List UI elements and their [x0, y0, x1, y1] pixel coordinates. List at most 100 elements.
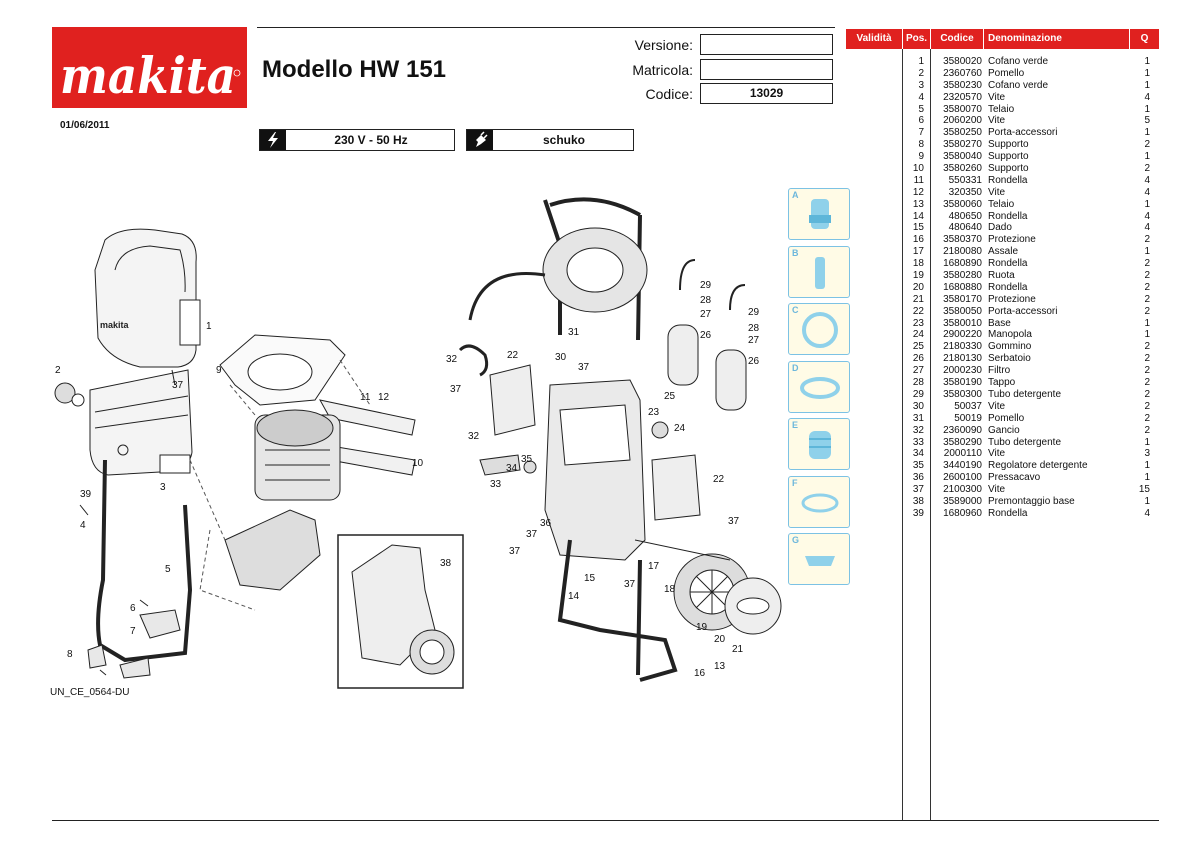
- row-quantity: 5: [1144, 115, 1150, 127]
- row-codice: 2100300: [943, 484, 982, 496]
- row-denominazione: Supporto: [988, 163, 1029, 175]
- row-denominazione: Vite: [988, 115, 1006, 127]
- row-quantity: 15: [1138, 484, 1150, 496]
- callout-25: 25: [664, 391, 676, 402]
- callout-26a: 26: [700, 330, 712, 341]
- row-pos: 35: [912, 460, 924, 472]
- row-pos: 11: [913, 174, 924, 186]
- row-pos: 9: [918, 151, 924, 163]
- row-pos: 38: [912, 495, 924, 507]
- row-quantity: 4: [1144, 186, 1150, 198]
- row-codice: 2000230: [943, 365, 982, 377]
- callout-20: 20: [714, 634, 726, 645]
- row-quantity: 1: [1144, 495, 1150, 507]
- row-quantity: 2: [1144, 281, 1150, 293]
- gasket-icon: [801, 493, 839, 513]
- callout-37b: 37: [450, 384, 462, 395]
- row-quantity: 2: [1144, 293, 1150, 305]
- seal-icon: [800, 377, 840, 399]
- row-quantity: 2: [1144, 163, 1150, 175]
- row-pos: 33: [912, 436, 924, 448]
- row-quantity: 4: [1144, 210, 1150, 222]
- row-codice: 3580020: [943, 56, 982, 67]
- row-denominazione: Gancio: [988, 424, 1020, 436]
- callout-7: 7: [130, 626, 136, 637]
- callout-32a: 32: [446, 354, 458, 365]
- plug-icon: [467, 130, 493, 150]
- row-pos: 4: [918, 91, 924, 103]
- row-denominazione: Serbatoio: [988, 353, 1031, 365]
- row-denominazione: Tubo detergente: [988, 436, 1062, 448]
- col-header-denominazione: Denominazione: [984, 29, 1129, 49]
- row-denominazione: Vite: [988, 484, 1006, 496]
- row-codice: 2060200: [943, 115, 982, 127]
- makita-logo-icon: makita: [60, 46, 241, 105]
- footer-rule: [52, 820, 1159, 821]
- row-codice: 1680880: [943, 281, 982, 293]
- col-header-validita: Validità: [846, 29, 902, 49]
- voltage-spec: 230 V - 50 Hz: [259, 129, 455, 151]
- legend-e: E: [788, 418, 850, 470]
- legend-letter: E: [792, 420, 799, 430]
- row-quantity: 2: [1144, 412, 1150, 424]
- row-pos: 16: [912, 234, 924, 246]
- row-pos: 30: [912, 400, 924, 412]
- callout-27b: 27: [748, 335, 760, 346]
- row-pos: 18: [912, 258, 924, 270]
- row-codice: 2000110: [943, 448, 982, 460]
- row-codice: 3580190: [943, 377, 982, 389]
- callout-37f: 37: [624, 579, 636, 590]
- row-denominazione: Vite: [988, 91, 1006, 103]
- exploded-diagram: makita: [54, 197, 782, 689]
- row-denominazione: Porta-accessori: [988, 305, 1058, 317]
- part-5-frame: [96, 459, 193, 663]
- row-denominazione: Porta-accessori: [988, 127, 1058, 139]
- callout-29b: 29: [748, 307, 760, 318]
- legend-letter: G: [792, 535, 800, 545]
- callout-21: 21: [732, 644, 744, 655]
- row-pos: 39: [912, 507, 924, 519]
- row-quantity: 1: [1144, 317, 1150, 329]
- part-26-tank: [667, 324, 699, 386]
- callout-37g: 37: [728, 516, 740, 527]
- row-codice: 3580280: [943, 270, 982, 282]
- row-codice: 3580230: [943, 79, 982, 91]
- row-pos: 17: [912, 246, 924, 258]
- matricola-field: [700, 59, 833, 80]
- row-pos: 13: [912, 198, 924, 210]
- row-quantity: 2: [1144, 365, 1150, 377]
- row-quantity: 2: [1144, 377, 1150, 389]
- part-8-support: [87, 644, 107, 669]
- row-codice: 2180330: [943, 341, 982, 353]
- row-quantity: 2: [1144, 270, 1150, 282]
- row-denominazione: Protezione: [988, 234, 1036, 246]
- row-quantity: 2: [1144, 139, 1150, 151]
- callout-9: 9: [216, 365, 222, 376]
- versione-label: Versione:: [634, 37, 693, 53]
- row-codice: 2900220: [943, 329, 982, 341]
- row-denominazione: Cofano verde: [988, 56, 1049, 67]
- row-denominazione: Gommino: [988, 341, 1032, 353]
- callout-24: 24: [674, 423, 686, 434]
- row-quantity: 1: [1144, 329, 1150, 341]
- row-denominazione: Tubo detergente: [988, 388, 1062, 400]
- row-codice: 480650: [948, 210, 982, 222]
- svg-text:makita: makita: [100, 320, 130, 330]
- row-pos: 37: [912, 484, 924, 496]
- document-date: 01/06/2011: [60, 120, 110, 131]
- row-codice: 2320570: [943, 91, 982, 103]
- row-pos: 6: [918, 115, 924, 127]
- row-quantity: 1: [1144, 127, 1150, 139]
- legend-a: A: [788, 188, 850, 240]
